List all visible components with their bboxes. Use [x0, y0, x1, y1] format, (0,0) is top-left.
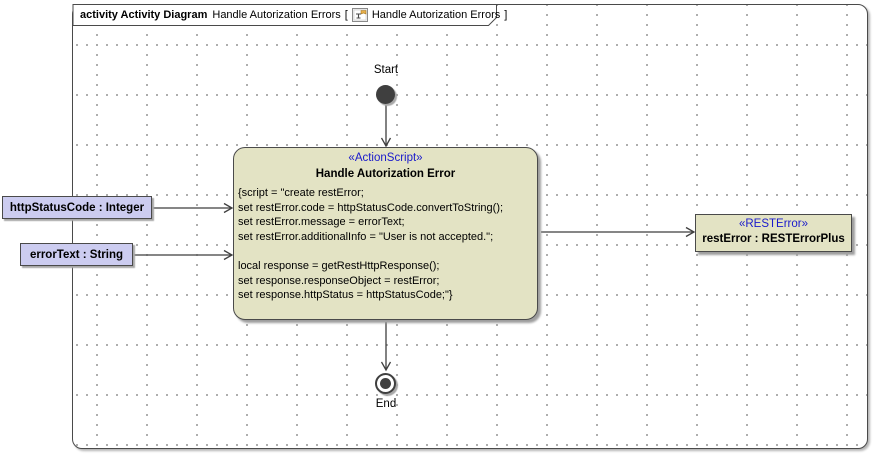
action-node-handle-autorization-error[interactable]: «ActionScript» Handle Autorization Error…: [233, 147, 538, 320]
object-node-httpstatuscode[interactable]: httpStatusCode : Integer: [2, 196, 152, 219]
object-node-errortext[interactable]: errorText : String: [20, 243, 133, 266]
end-node-label: End: [375, 398, 397, 410]
script-line: local response = getRestHttpResponse();: [238, 259, 440, 272]
script-line: set response.httpStatus = httpStatusCode…: [238, 289, 453, 302]
script-line: {script = "create restError;: [238, 187, 364, 199]
initial-node[interactable]: [376, 85, 395, 104]
script-line: set restError.additionalInfo = "User is …: [238, 230, 494, 243]
script-line: set restError.message = errorText;: [238, 216, 405, 229]
object-node-errortext-label: errorText : String: [29, 248, 124, 261]
activity-diagram-icon: [351, 8, 368, 22]
frame-title-ref-name: Handle Autorization Errors: [371, 9, 501, 21]
action-node-script: {script = "create restError; set restErr…: [234, 186, 537, 303]
final-node-dot: [380, 378, 391, 389]
script-line: set response.responseObject = restError;: [238, 274, 440, 287]
script-line: set restError.code = httpStatusCode.conv…: [238, 201, 504, 214]
frame-title-close-bracket: ]: [504, 9, 508, 21]
resterror-stereotype: «RESTError»: [738, 218, 809, 230]
frame-title-diagram-name: Handle Autorization Errors: [212, 9, 341, 21]
script-line: [238, 244, 535, 259]
frame-title-open-bracket: [: [344, 9, 348, 21]
frame-title-keyword: activity Activity Diagram: [80, 9, 208, 21]
final-node[interactable]: [375, 373, 396, 394]
frame-title: activity Activity Diagram Handle Autoriz…: [80, 7, 507, 23]
action-node-name: Handle Autorization Error: [315, 168, 456, 180]
object-node-resterror[interactable]: «RESTError» restError : RESTErrorPlus: [695, 214, 852, 252]
resterror-name: restError : RESTErrorPlus: [702, 233, 845, 245]
object-node-httpstatuscode-label: httpStatusCode : Integer: [9, 201, 145, 214]
action-node-stereotype: «ActionScript»: [348, 152, 423, 164]
start-node-label: Start: [373, 64, 399, 76]
